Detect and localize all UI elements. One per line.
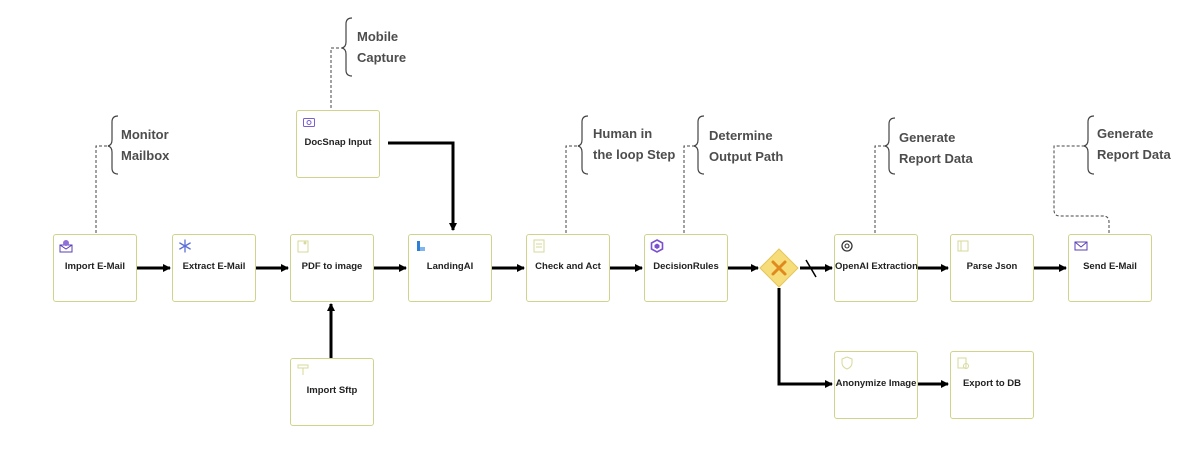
image-file-icon	[297, 240, 309, 253]
task-label: PDF to image	[301, 261, 363, 272]
hexagon-icon	[650, 239, 664, 253]
association-human-loop	[565, 145, 578, 233]
bracket-generate-report-2	[1083, 115, 1095, 175]
task-label: Import Sftp	[306, 385, 358, 396]
task-pdf-to-image[interactable]: PDF to image	[290, 234, 374, 302]
task-label: DocSnap Input	[304, 137, 372, 148]
task-landingai[interactable]: LandingAI	[408, 234, 492, 302]
task-label: DecisionRules	[653, 261, 719, 272]
shield-icon	[841, 356, 853, 370]
annotation-line: Report Data	[899, 151, 973, 166]
braces-icon	[957, 240, 969, 252]
annotation-line: Monitor	[121, 127, 169, 142]
task-parse-json[interactable]: Parse Json	[950, 234, 1034, 302]
exclusive-gateway[interactable]	[759, 248, 799, 288]
bracket-determine-output	[693, 115, 705, 175]
annotation-line: Capture	[357, 50, 407, 65]
task-send-email[interactable]: Send E-Mail	[1068, 234, 1152, 302]
association-monitor-mailbox	[95, 145, 108, 233]
checklist-icon	[533, 239, 545, 253]
task-label: Check and Act	[535, 261, 601, 272]
bracket-mobile-capture	[341, 17, 353, 77]
annotation-line: Human in	[593, 126, 653, 141]
annotation-line: Generate	[1097, 126, 1154, 141]
task-label: Anonymize Image	[835, 378, 917, 389]
x-icon	[771, 260, 787, 276]
task-label: LandingAI	[426, 261, 474, 272]
annotation-line: Output Path	[709, 149, 784, 164]
annotation-monitor-mailbox: Monitor Mailbox	[121, 124, 169, 166]
annotation-line: Report Data	[1097, 147, 1171, 162]
landingai-logo-icon	[417, 241, 425, 251]
task-label: Export to DB	[962, 378, 1022, 389]
annotation-line: Determine	[709, 128, 773, 143]
association-mobile-capture	[330, 47, 342, 108]
snowflake-icon	[179, 239, 191, 253]
task-label: Extract E-Mail	[182, 261, 246, 272]
mail-seal-icon	[59, 240, 73, 253]
association-generate-report-1	[874, 145, 885, 233]
task-anonymize-image[interactable]: Anonymize Image	[834, 351, 918, 419]
bracket-generate-report-1	[884, 117, 896, 175]
transfer-icon	[297, 364, 309, 375]
bracket-human-loop	[577, 115, 589, 175]
task-label: Import E-Mail	[64, 261, 126, 272]
task-check-and-act[interactable]: Check and Act	[526, 234, 610, 302]
camera-icon	[303, 118, 315, 127]
task-decision-rules[interactable]: DecisionRules	[644, 234, 728, 302]
database-search-icon	[957, 357, 969, 369]
annotation-mobile-capture: Mobile Capture	[357, 26, 406, 68]
annotation-generate-report-1: Generate Report Data	[899, 127, 973, 169]
association-determine-output	[683, 145, 694, 233]
flow-docsnap-to-landingai[interactable]	[388, 141, 457, 231]
task-import-sftp[interactable]: Import Sftp	[290, 358, 374, 426]
openai-logo-icon	[841, 240, 853, 252]
annotation-line: the loop Step	[593, 147, 676, 162]
annotation-generate-report-2: Generate Report Data	[1097, 123, 1171, 165]
task-openai-extraction[interactable]: OpenAI Extraction	[834, 234, 918, 302]
bracket-monitor-mailbox	[107, 115, 119, 175]
annotation-determine-output: Determine Output Path	[709, 125, 783, 167]
task-label: Send E-Mail	[1083, 261, 1137, 272]
annotation-line: Generate	[899, 130, 956, 145]
task-label: Parse Json	[966, 261, 1018, 272]
association-generate-report-2	[1053, 145, 1110, 233]
mail-icon	[1074, 241, 1088, 251]
task-extract-email[interactable]: Extract E-Mail	[172, 234, 256, 302]
task-export-to-db[interactable]: Export to DB	[950, 351, 1034, 419]
annotation-human-in-loop: Human in the loop Step	[593, 123, 675, 165]
flow-gateway-to-anonymize[interactable]	[777, 288, 833, 388]
task-import-email[interactable]: Import E-Mail	[53, 234, 137, 302]
annotation-line: Mobile	[357, 29, 399, 44]
annotation-line: Mailbox	[121, 148, 170, 163]
task-docsnap-input[interactable]: DocSnap Input	[296, 110, 380, 178]
default-flow-marker	[805, 259, 817, 278]
task-label: OpenAI Extraction	[835, 261, 918, 272]
